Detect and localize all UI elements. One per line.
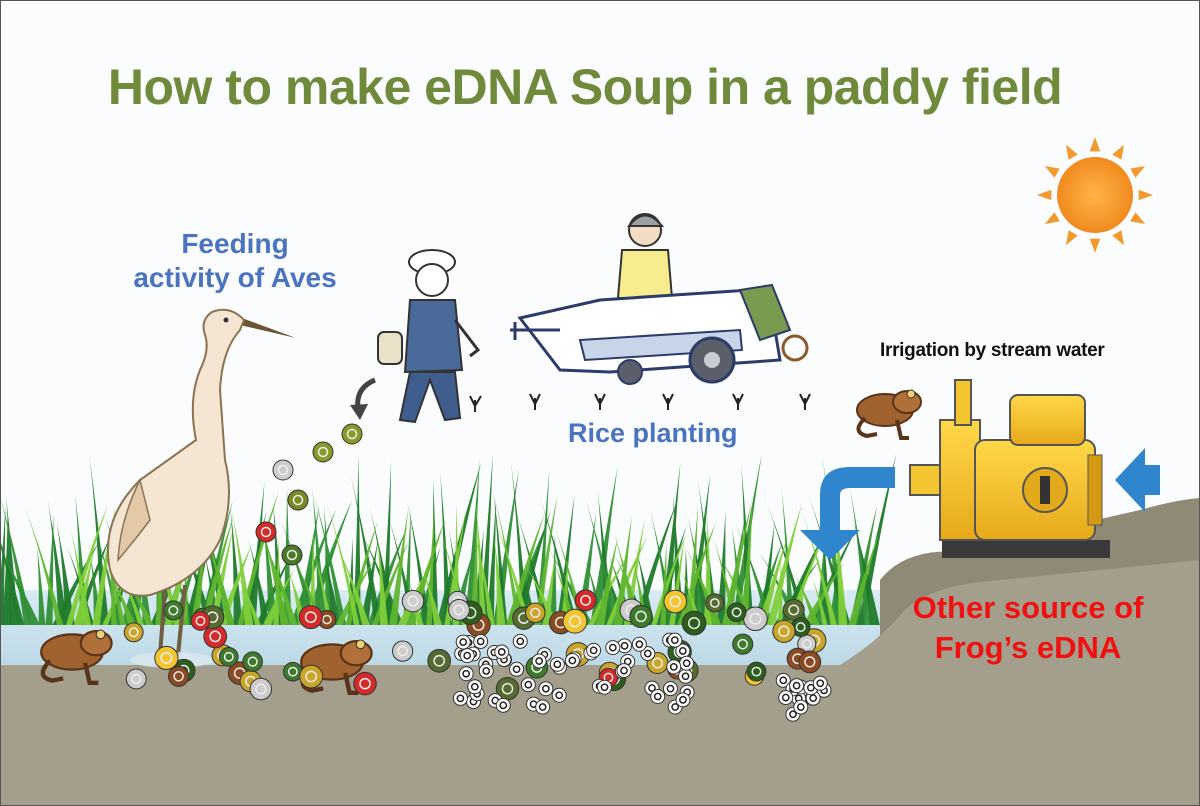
label-irrigation: Irrigation by stream water: [880, 340, 1105, 361]
dna-particle-icon: [287, 489, 309, 511]
dna-particle-icon: [616, 663, 632, 679]
frog-icon: [856, 389, 922, 440]
dna-particle-icon: [551, 687, 567, 703]
dna-particle-icon: [281, 544, 303, 566]
egret-illustration: [107, 308, 296, 668]
farmer-illustration: [350, 249, 481, 424]
sun-icon: [1037, 137, 1153, 253]
dna-particle-icon: [478, 663, 494, 679]
dna-particle-icon: [401, 589, 425, 613]
dna-particle-icon: [455, 634, 471, 650]
dna-particle-icon: [705, 593, 725, 613]
dna-particle-icon: [163, 600, 184, 621]
dna-particle-icon: [663, 589, 688, 614]
dna-particle-icon: [249, 677, 273, 701]
dna-particle-icon: [775, 672, 791, 688]
dna-particle-icon: [666, 659, 682, 675]
dna-particle-icon: [681, 610, 707, 636]
dna-particle-icon: [190, 611, 211, 631]
dna-particle-icon: [597, 679, 613, 695]
dna-particle-icon: [341, 423, 363, 445]
dna-particle-icon: [789, 678, 805, 694]
dna-particle-group: [123, 423, 832, 722]
seedlings-row: [469, 393, 811, 412]
dna-particle-icon: [662, 681, 678, 697]
label-other-source-line2: Frog’s eDNA: [934, 630, 1122, 665]
dna-particle-icon: [495, 697, 511, 713]
dna-particle-icon: [640, 646, 656, 662]
dna-particle-icon: [299, 664, 324, 689]
frog-icon: [300, 639, 373, 696]
dna-particle-icon: [778, 690, 794, 706]
dna-particle-icon: [509, 661, 525, 677]
dna-particle-icon: [512, 633, 528, 649]
dna-particle-icon: [678, 668, 694, 684]
dna-particle-icon: [679, 655, 695, 671]
dna-particle-icon: [790, 617, 811, 637]
dna-particle-icon: [353, 671, 377, 696]
dna-particle-icon: [520, 677, 536, 693]
frog-icon: [40, 629, 113, 686]
dna-particle-icon: [392, 640, 414, 662]
dna-particle-icon: [586, 642, 602, 658]
dna-particle-icon: [272, 459, 294, 481]
dna-particle-icon: [793, 699, 809, 715]
dna-particle-icon: [631, 636, 647, 652]
dna-particle-icon: [154, 645, 179, 671]
dna-particle-icon: [726, 602, 747, 623]
frog-group: [40, 389, 922, 696]
dna-particle-icon: [467, 679, 483, 695]
dna-particle-icon: [427, 648, 452, 673]
dna-particle-icon: [812, 675, 828, 691]
water-flow-arrow-icon: [800, 448, 1160, 560]
dna-particle-icon: [298, 605, 323, 630]
dna-particle-icon: [667, 632, 683, 648]
diagram-title: How to make eDNA Soup in a paddy field: [107, 59, 1063, 115]
dna-particle-icon: [562, 608, 588, 634]
dna-particle-icon: [255, 521, 277, 543]
dna-particle-icon: [473, 633, 489, 649]
dna-particle-icon: [525, 602, 546, 624]
dna-particle-icon: [743, 606, 768, 632]
dna-particle-icon: [535, 699, 551, 715]
dna-particle-icon: [675, 692, 691, 708]
dna-particle-icon: [494, 644, 510, 660]
dna-particle-icon: [650, 688, 666, 704]
dna-particle-icon: [459, 648, 475, 664]
dna-particle-icon: [531, 653, 547, 669]
water-pump-illustration: [909, 379, 1110, 558]
label-other-source-line1: Other source of: [912, 590, 1144, 625]
label-feeding-line1: Feeding: [181, 228, 289, 259]
dna-particle-icon: [772, 619, 796, 643]
dna-particle-icon: [782, 599, 805, 621]
label-rice-planting: Rice planting: [568, 418, 738, 448]
dna-particle-icon: [218, 647, 239, 667]
dna-particle-icon: [605, 640, 621, 656]
dna-particle-icon: [448, 598, 470, 621]
label-feeding-line2: activity of Aves: [133, 262, 337, 293]
dna-particle-icon: [798, 650, 822, 674]
dna-particle-icon: [125, 668, 147, 690]
dna-particle-icon: [452, 690, 468, 706]
dna-particle-icon: [538, 681, 554, 697]
dna-particle-icon: [168, 665, 190, 687]
rice-planter-illustration: [510, 213, 809, 385]
dna-particle-icon: [549, 656, 565, 672]
dna-particle-icon: [203, 624, 228, 649]
dna-particle-icon: [123, 622, 144, 643]
dna-particle-icon: [746, 661, 767, 682]
dna-particle-icon: [564, 653, 580, 669]
dna-particle-icon: [242, 651, 263, 672]
dna-particle-icon: [574, 589, 597, 612]
dna-particle-icon: [312, 441, 334, 463]
dna-particle-icon: [629, 604, 653, 629]
dna-particle-icon: [732, 633, 754, 655]
dna-particle-icon: [458, 666, 474, 682]
